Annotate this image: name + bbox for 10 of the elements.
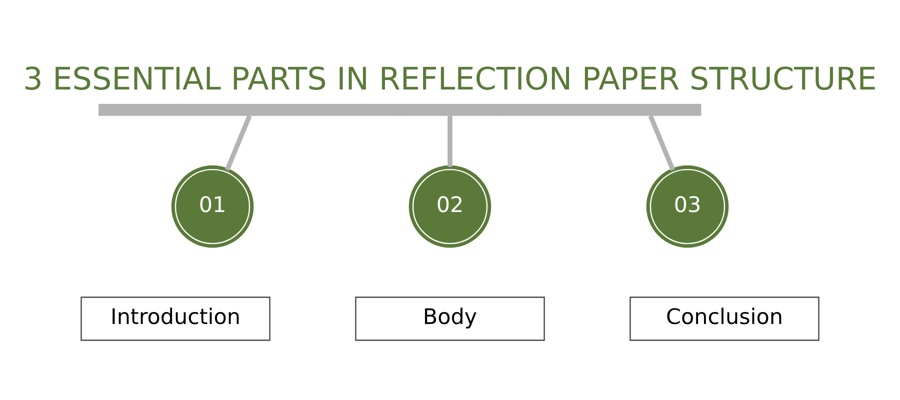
- connector: [648, 114, 676, 171]
- node-box: Introduction: [80, 296, 270, 341]
- node-circle: 03: [646, 165, 729, 248]
- diagram-title: 3 ESSENTIAL PARTS IN REFLECTION PAPER STRUCTURE: [23, 61, 877, 98]
- connector: [224, 114, 252, 171]
- node-box: Conclusion: [630, 296, 820, 341]
- node-circle: 02: [408, 165, 492, 248]
- node-box: Body: [355, 296, 545, 341]
- node-circle: 01: [171, 165, 254, 248]
- connector: [448, 116, 452, 167]
